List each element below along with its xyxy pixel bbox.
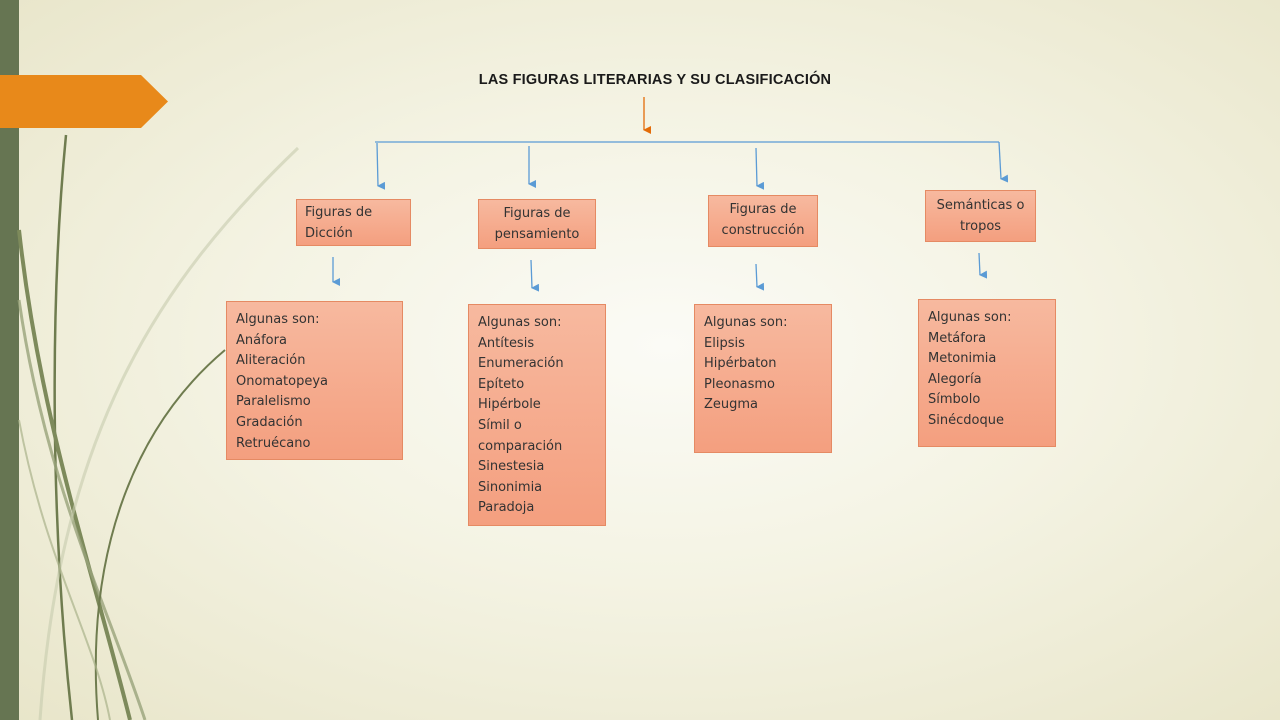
list-item: Metonimia [928,351,997,367]
list-item: Pleonasmo [704,376,775,392]
list-lead: Algunas son: [928,310,1012,325]
examples-box-semanticas: Algunas son: Metáfora Metonimia Alegoría… [918,299,1056,447]
sub-arrow-semanticas [978,252,988,279]
list-item: Antítesis [478,335,535,351]
orange-tab-shape [0,75,168,128]
list-item: Elipsis [704,335,745,351]
examples-box-diccion: Algunas son: Anáfora Aliteración Onomato… [226,301,403,460]
category-box-semanticas: Semánticas o tropos [925,190,1036,242]
list-lead: Algunas son: [236,312,320,327]
side-bar [0,0,19,720]
list-item: Sinonimia [478,479,543,495]
list-item: Hipérbole [478,397,541,413]
examples-box-construccion: Algunas son: Elipsis Hipérbaton Pleonasm… [694,304,832,453]
branch-arrow-construccion [755,147,765,190]
list-item: Gradación [236,414,303,430]
list-item: Sinestesia [478,459,545,475]
sub-arrow-construccion [755,263,765,291]
list-lead: Algunas son: [704,315,788,330]
examples-box-pensamiento: Algunas son: Antítesis Enumeración Epíte… [468,304,606,526]
branch-arrow-diccion [376,142,386,190]
list-item: Símbolo [928,392,981,408]
category-box-construccion: Figuras de construcción [708,195,818,247]
category-label: Semánticas o tropos [936,198,1025,234]
diagram-title: LAS FIGURAS LITERARIAS Y SU CLASIFICACIÓ… [478,72,832,88]
list-item: Símil o [478,417,522,433]
list-item: Alegoría [928,371,982,387]
list-item: Sinécdoque [928,412,1004,428]
sub-arrow-pensamiento [530,259,540,292]
list-item: comparación [478,438,563,454]
list-item: Onomatopeya [236,373,329,389]
list-item: Epíteto [478,376,525,392]
list-item: Aliteración [236,353,306,369]
branch-arrow-semanticas [998,141,1009,183]
decorative-grass-lines [17,134,300,720]
list-item: Enumeración [478,356,564,372]
list-item: Retruécano [236,435,311,451]
category-label: Figuras de pensamiento [494,206,580,242]
category-box-pensamiento: Figuras de pensamiento [478,199,596,249]
category-box-diccion: Figuras de Dicción [296,199,411,246]
list-item: Metáfora [928,330,987,346]
list-item: Zeugma [704,397,759,413]
category-label: Figuras de Dicción [305,205,373,241]
list-lead: Algunas son: [478,315,562,330]
list-item: Paralelismo [236,394,311,410]
list-item: Hipérbaton [704,356,777,372]
list-item: Paradoja [478,500,535,516]
list-item: Anáfora [236,332,287,348]
category-label: Figuras de construcción [721,202,805,238]
